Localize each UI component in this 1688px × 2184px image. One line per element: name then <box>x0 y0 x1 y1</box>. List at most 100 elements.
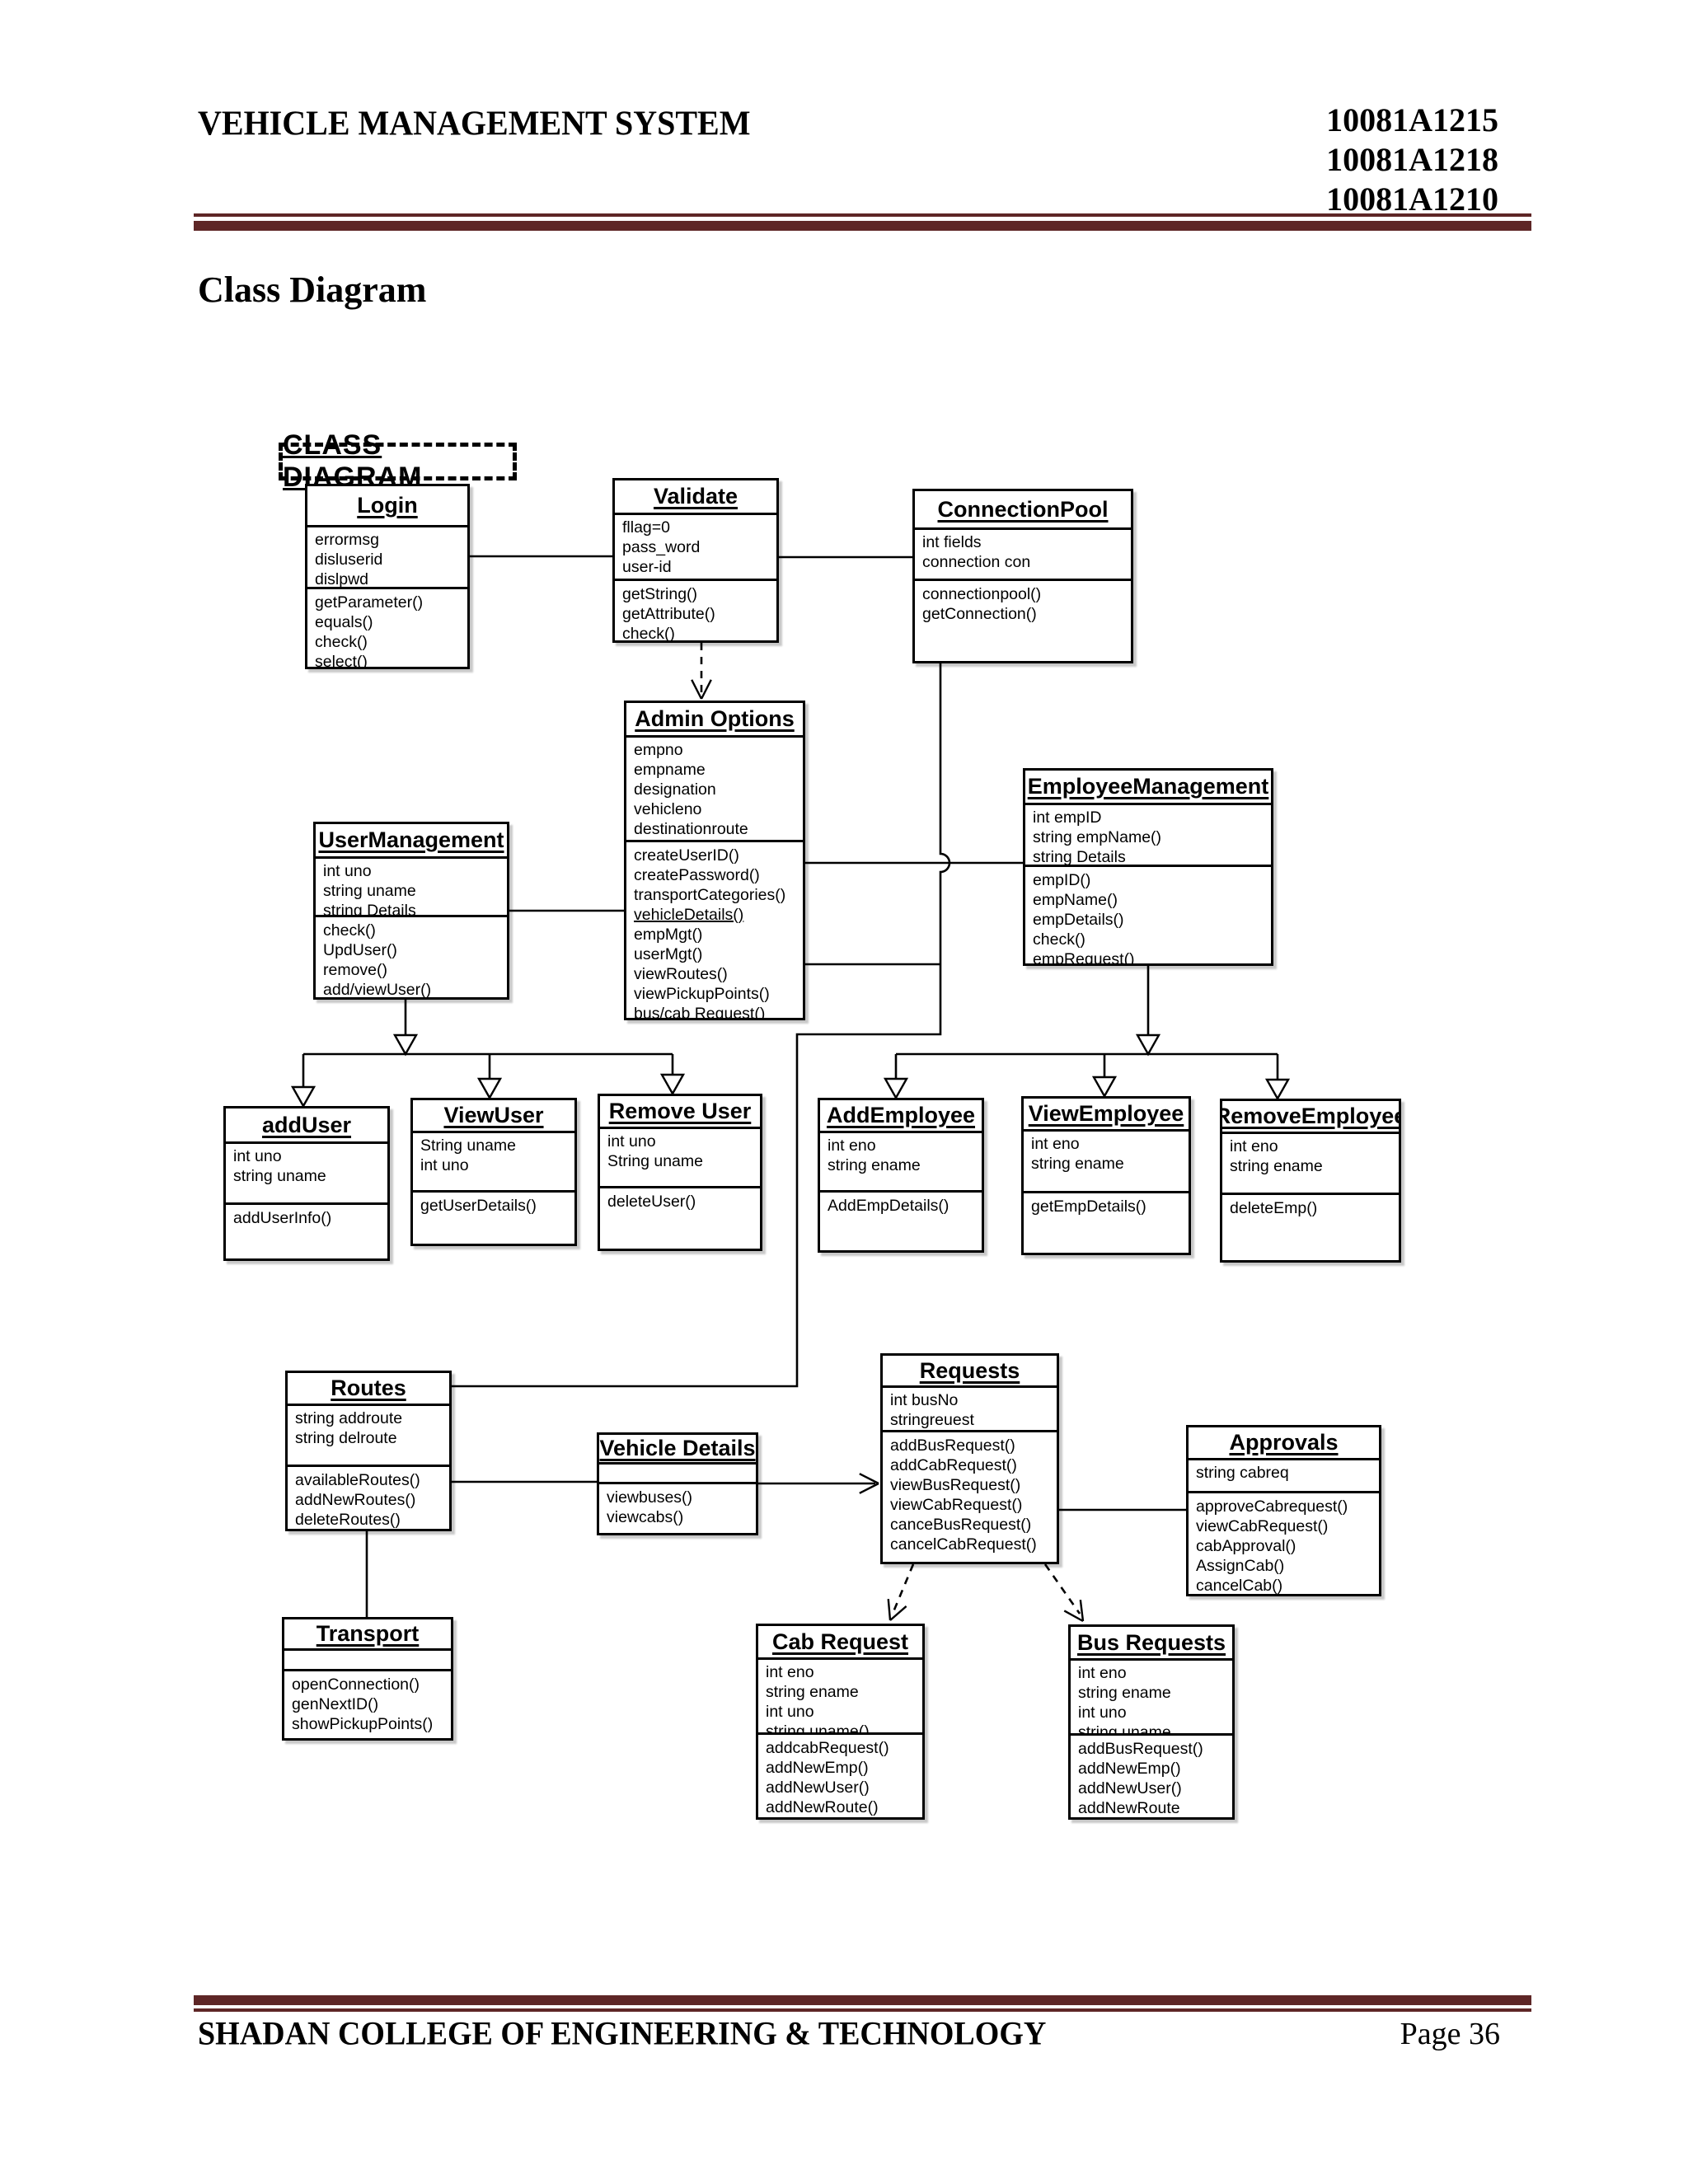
method-row: deleteEmp() <box>1230 1199 1318 1217</box>
class-title-add-employee: AddEmployee <box>820 1100 982 1133</box>
method-row: userMgt() <box>634 945 703 963</box>
class-methods-view-user: getUserDetails() <box>413 1193 574 1244</box>
method-row: check() <box>315 633 368 651</box>
class-methods-user-management: check()UpdUser()remove()add/viewUser() <box>316 917 507 997</box>
method-row: canceBusRequest() <box>890 1516 1032 1534</box>
method-row: addNewEmp() <box>1078 1760 1181 1778</box>
attribute-row: int eno <box>1031 1135 1080 1153</box>
attribute-row: string ename <box>1230 1157 1323 1175</box>
attribute-row: string empName() <box>1033 828 1162 846</box>
method-row: equals() <box>315 613 373 631</box>
method-row: check() <box>323 921 376 940</box>
inheritance-arrow-icon <box>1264 1078 1291 1101</box>
attribute-row: user-id <box>622 558 672 576</box>
document-title: VEHICLE MANAGEMENT SYSTEM <box>198 103 751 143</box>
attribute-row: string ename <box>1078 1684 1171 1702</box>
method-row: addNewRoute <box>1078 1799 1180 1817</box>
open-arrowhead-icon <box>700 679 712 700</box>
class-title-login: Login <box>307 486 467 527</box>
class-attributes-vehicle-details <box>599 1465 756 1484</box>
method-row: addBusRequest() <box>890 1436 1015 1455</box>
class-attributes-transport <box>284 1651 451 1671</box>
method-row: createUserID() <box>634 846 739 865</box>
attribute-row: pass_word <box>622 538 701 556</box>
class-title-add-user: addUser <box>226 1108 387 1144</box>
class-methods-transport: openConnection()genNextID()showPickupPoi… <box>284 1671 451 1738</box>
class-title-cab-request: Cab Request <box>758 1626 922 1660</box>
class-title-bus-requests: Bus Requests <box>1071 1627 1232 1661</box>
method-row: deleteUser() <box>607 1193 696 1211</box>
attribute-row: int uno <box>607 1132 656 1151</box>
method-row: AddEmpDetails() <box>828 1197 950 1215</box>
attribute-row: string Details <box>323 902 416 917</box>
method-row: remove() <box>323 961 388 979</box>
attribute-row: int uno <box>1078 1704 1127 1722</box>
class-methods-employee-management: empID()empName()empDetails()check()empRe… <box>1025 867 1271 963</box>
attribute-row: designation <box>634 780 716 799</box>
attribute-row: vehicleno <box>634 800 702 818</box>
class-title-connection-pool: ConnectionPool <box>915 491 1131 530</box>
method-row: viewRoutes() <box>634 965 728 983</box>
open-arrowhead-icon <box>691 679 703 700</box>
attribute-row: int uno <box>420 1156 469 1174</box>
method-row: viewCabRequest() <box>1196 1517 1329 1535</box>
open-arrowhead-icon <box>1063 1610 1084 1623</box>
method-row: getEmpDetails() <box>1031 1197 1146 1216</box>
attribute-row: int eno <box>1078 1664 1127 1682</box>
class-title-remove-user: Remove User <box>600 1096 760 1129</box>
class-methods-validate: getString()getAttribute()check() <box>615 581 776 640</box>
method-row: empDetails() <box>1033 911 1124 929</box>
attribute-row: string addroute <box>295 1409 403 1427</box>
class-methods-admin-options: createUserID()createPassword()transportC… <box>626 842 803 1018</box>
method-row: createPassword() <box>634 866 760 884</box>
class-title-view-user: ViewUser <box>413 1100 574 1133</box>
attribute-row: string ename <box>1031 1155 1124 1173</box>
class-attributes-approvals: string cabreq <box>1189 1460 1379 1493</box>
class-methods-add-user: addUserInfo() <box>226 1205 387 1258</box>
attribute-row: empno <box>634 741 683 759</box>
open-arrowhead-icon <box>889 1605 907 1621</box>
method-row: cancelCabRequest() <box>890 1535 1037 1554</box>
method-row: check() <box>622 625 675 640</box>
footer-institution: SHADAN COLLEGE OF ENGINEERING & TECHNOLO… <box>198 2015 1047 2053</box>
class-methods-routes: availableRoutes()addNewRoutes()deleteRou… <box>288 1467 449 1529</box>
class-title-remove-employee: RemoveEmployee <box>1222 1101 1399 1134</box>
class-title-validate: Validate <box>615 480 776 515</box>
method-row: addNewRoutes() <box>295 1491 416 1509</box>
method-row: genNextID() <box>292 1695 379 1713</box>
inheritance-arrow-icon <box>476 1077 503 1100</box>
section-heading: Class Diagram <box>198 269 427 310</box>
footer-rule-thin <box>194 2008 1531 2012</box>
student-id: 10081A1210 <box>1326 180 1498 218</box>
attribute-row: int busNo <box>890 1391 959 1409</box>
footer-page-number: Page 36 <box>1400 2017 1500 2051</box>
method-row: add/viewUser() <box>323 981 432 997</box>
attribute-row: string ename <box>766 1683 859 1701</box>
attribute-row: String uname <box>607 1152 703 1170</box>
method-row: addcabRequest() <box>766 1739 889 1757</box>
class-title-admin-options: Admin Options <box>626 703 803 738</box>
attribute-row: string Details <box>1033 848 1126 866</box>
method-row: getUserDetails() <box>420 1197 537 1215</box>
attribute-row: dislpwd <box>315 570 369 588</box>
method-row: viewbuses() <box>607 1488 693 1507</box>
method-row: availableRoutes() <box>295 1471 420 1489</box>
header-rule-thick <box>194 221 1531 231</box>
method-row: empID() <box>1033 871 1091 889</box>
